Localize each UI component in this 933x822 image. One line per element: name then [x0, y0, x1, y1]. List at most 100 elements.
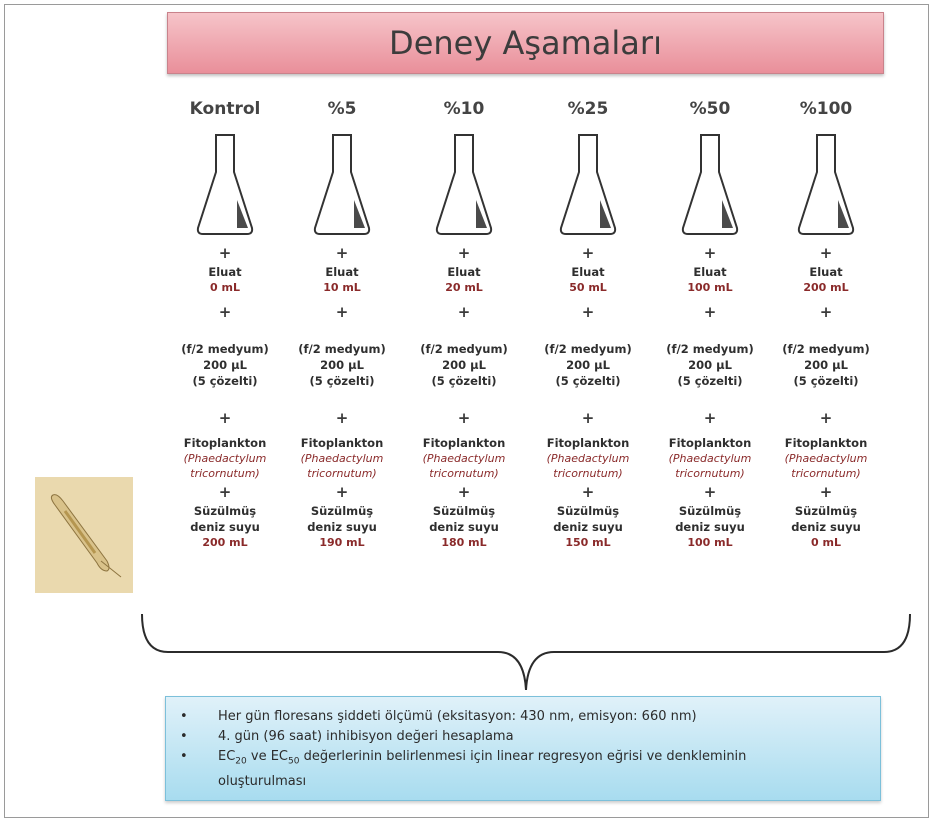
medium-amount: 200 µL	[442, 358, 486, 372]
plus-sign: +	[218, 483, 232, 501]
title-banner: Deney Aşamaları	[167, 12, 884, 74]
medium-solutions: (5 çözelti)	[431, 374, 497, 388]
bullet-dot: •	[180, 749, 188, 764]
slide-frame	[4, 4, 929, 818]
medium-solutions: (5 çözelti)	[555, 374, 621, 388]
flask-icon	[282, 132, 402, 242]
eluat-amount: 200 mL	[803, 281, 849, 294]
bullet-dot: •	[180, 709, 188, 724]
medium-name: (f/2 medyum)	[298, 342, 386, 356]
seawater-label-line2: deniz suyu	[553, 520, 623, 534]
concentration-column: %100 + Eluat 200 mL + (f/2 medyum) 200 µ…	[766, 96, 886, 550]
concentration-column: %10 + Eluat 20 mL + (f/2 medyum) 200 µL …	[404, 96, 524, 550]
concentration-column: %50 + Eluat 100 mL + (f/2 medyum) 200 µL…	[650, 96, 770, 550]
plus-sign: +	[457, 483, 471, 501]
plus-sign: +	[581, 303, 595, 321]
seawater-label-line1: Süzülmüş	[432, 504, 496, 518]
plus-sign: +	[703, 483, 717, 501]
plus-sign: +	[703, 244, 717, 262]
medium-solutions: (5 çözelti)	[793, 374, 859, 388]
concentration-column: Kontrol + Eluat 0 mL + (f/2 medyum) 200 …	[165, 96, 285, 550]
seawater-amount: 0 mL	[811, 536, 841, 549]
column-header: Kontrol	[189, 99, 261, 119]
seawater-amount: 200 mL	[202, 536, 248, 549]
bullet-text-rest: değerlerinin belirlenmesi için linear re…	[299, 749, 747, 764]
concentration-column: %25 + Eluat 50 mL + (f/2 medyum) 200 µL …	[528, 96, 648, 550]
diatom-image	[35, 477, 133, 593]
bullet-dot: •	[180, 729, 188, 744]
column-header: %50	[689, 99, 731, 119]
page-title: Deney Aşamaları	[389, 24, 662, 62]
concentration-column: %5 + Eluat 10 mL + (f/2 medyum) 200 µL (…	[282, 96, 402, 550]
medium-solutions: (5 çözelti)	[677, 374, 743, 388]
plus-sign: +	[457, 409, 471, 427]
species-name-line1: (Phaedactylum	[546, 452, 630, 465]
seawater-label-line1: Süzülmüş	[310, 504, 374, 518]
plus-sign: +	[581, 483, 595, 501]
plus-sign: +	[335, 303, 349, 321]
bullet-text: 4. gün (96 saat) inhibisyon değeri hesap…	[218, 729, 514, 744]
seawater-label-line2: deniz suyu	[190, 520, 260, 534]
ec20-subscript: 20	[235, 756, 247, 767]
plus-sign: +	[218, 409, 232, 427]
phytoplankton-label: Fitoplankton	[422, 436, 506, 450]
bullet-item: • EC20 ve EC50 değerlerinin belirlenmesi…	[176, 747, 870, 792]
plus-sign: +	[218, 303, 232, 321]
species-name-line2: tricornutum)	[791, 467, 861, 480]
seawater-amount: 150 mL	[565, 536, 611, 549]
plus-sign: +	[819, 483, 833, 501]
plus-sign: +	[703, 409, 717, 427]
medium-amount: 200 µL	[203, 358, 247, 372]
species-name-line1: (Phaedactylum	[784, 452, 868, 465]
seawater-label-line1: Süzülmüş	[794, 504, 858, 518]
phytoplankton-label: Fitoplankton	[784, 436, 868, 450]
column-header: %5	[327, 99, 357, 119]
column-header: %100	[799, 99, 853, 119]
plus-sign: +	[457, 303, 471, 321]
species-name-line1: (Phaedactylum	[422, 452, 506, 465]
seawater-label-line2: deniz suyu	[429, 520, 499, 534]
medium-amount: 200 µL	[320, 358, 364, 372]
eluat-amount: 10 mL	[323, 281, 361, 294]
eluat-label: Eluat	[571, 265, 605, 279]
eluat-amount: 0 mL	[210, 281, 240, 294]
medium-name: (f/2 medyum)	[782, 342, 870, 356]
species-name-line1: (Phaedactylum	[183, 452, 267, 465]
species-name-line2: tricornutum)	[553, 467, 623, 480]
flask-icon	[766, 132, 886, 242]
medium-solutions: (5 çözelti)	[309, 374, 375, 388]
ec-and-label: ve EC	[246, 749, 288, 764]
seawater-amount: 190 mL	[319, 536, 365, 549]
phytoplankton-label: Fitoplankton	[183, 436, 267, 450]
plus-sign: +	[457, 244, 471, 262]
seawater-label-line2: deniz suyu	[307, 520, 377, 534]
plus-sign: +	[218, 244, 232, 262]
species-name-line1: (Phaedactylum	[668, 452, 752, 465]
eluat-label: Eluat	[693, 265, 727, 279]
plus-sign: +	[335, 244, 349, 262]
medium-name: (f/2 medyum)	[544, 342, 632, 356]
seawater-label-line2: deniz suyu	[675, 520, 745, 534]
medium-amount: 200 µL	[566, 358, 610, 372]
plus-sign: +	[819, 303, 833, 321]
species-name-line2: tricornutum)	[190, 467, 260, 480]
eluat-amount: 50 mL	[569, 281, 607, 294]
bullet-item: • 4. gün (96 saat) inhibisyon değeri hes…	[176, 727, 870, 747]
species-name-line2: tricornutum)	[307, 467, 377, 480]
species-name-line2: tricornutum)	[429, 467, 499, 480]
seawater-label-line1: Süzülmüş	[193, 504, 257, 518]
medium-solutions: (5 çözelti)	[192, 374, 258, 388]
bullet-text: Her gün floresans şiddeti ölçümü (eksita…	[218, 709, 697, 724]
bullet-item: • Her gün floresans şiddeti ölçümü (eksi…	[176, 707, 870, 727]
plus-sign: +	[581, 409, 595, 427]
plus-sign: +	[819, 244, 833, 262]
eluat-amount: 100 mL	[687, 281, 733, 294]
phytoplankton-label: Fitoplankton	[546, 436, 630, 450]
eluat-amount: 20 mL	[445, 281, 483, 294]
phytoplankton-label: Fitoplankton	[300, 436, 384, 450]
flask-icon	[528, 132, 648, 242]
species-name-line1: (Phaedactylum	[300, 452, 384, 465]
eluat-label: Eluat	[447, 265, 481, 279]
plus-sign: +	[335, 483, 349, 501]
results-info-box: • Her gün floresans şiddeti ölçümü (eksi…	[165, 696, 881, 801]
